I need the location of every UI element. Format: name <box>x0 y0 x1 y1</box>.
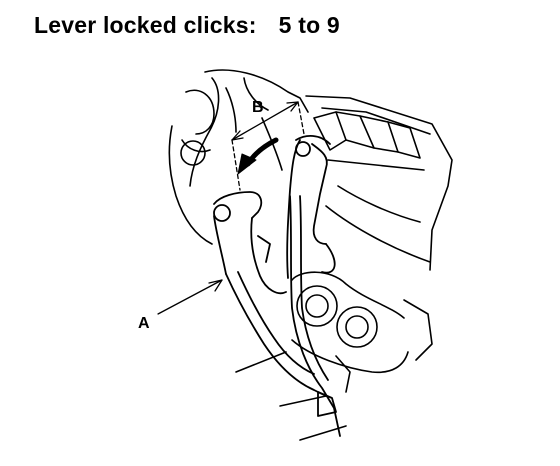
brake-lever-pulled <box>213 191 337 417</box>
dimension-b <box>231 101 305 191</box>
diagram-title: Lever locked clicks: 5 to 9 <box>34 12 340 39</box>
pull-direction-arrow <box>237 137 279 175</box>
console-body <box>168 69 453 441</box>
leader-a <box>157 279 223 315</box>
title-value: 5 to 9 <box>278 12 340 38</box>
brake-lever-rest <box>286 135 341 437</box>
callout-b: B <box>252 99 264 116</box>
callout-a: A <box>138 315 150 332</box>
title-label: Lever locked clicks: <box>34 12 257 38</box>
